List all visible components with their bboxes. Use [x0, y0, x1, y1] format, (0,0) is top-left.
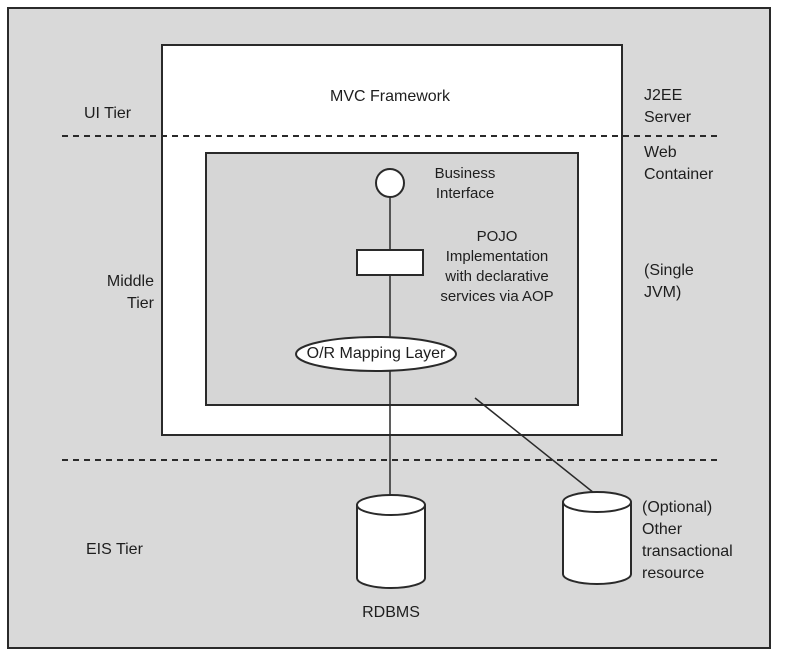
ui-tier-label: UI Tier: [84, 105, 132, 122]
business-interface-symbol: [375, 168, 405, 198]
eis-tier-label: EIS Tier: [86, 541, 143, 558]
middle-tier-label: Middle Tier: [106, 273, 154, 312]
rdbms-cylinder: [356, 494, 426, 589]
other-resource-label: (Optional) Other transactional resource: [642, 499, 733, 582]
mvc-framework-label: MVC Framework: [329, 88, 450, 105]
rdbms-label: RDBMS: [362, 604, 420, 621]
or-mapping-label: O/R Mapping Layer: [306, 345, 446, 362]
web-container-label: Web Container: [644, 144, 714, 183]
pojo-symbol: [356, 249, 424, 276]
other-resource-connector: [474, 397, 595, 494]
j2ee-server-label: J2EE Server: [644, 87, 692, 126]
other-resource-cylinder: [562, 491, 632, 585]
or-mapping-ellipse: [295, 336, 457, 372]
single-jvm-label: (Single JVM): [644, 262, 694, 301]
business-interface-label: Business Interface: [434, 165, 496, 202]
pojo-label: POJO Implementation with declarative ser…: [440, 228, 554, 305]
